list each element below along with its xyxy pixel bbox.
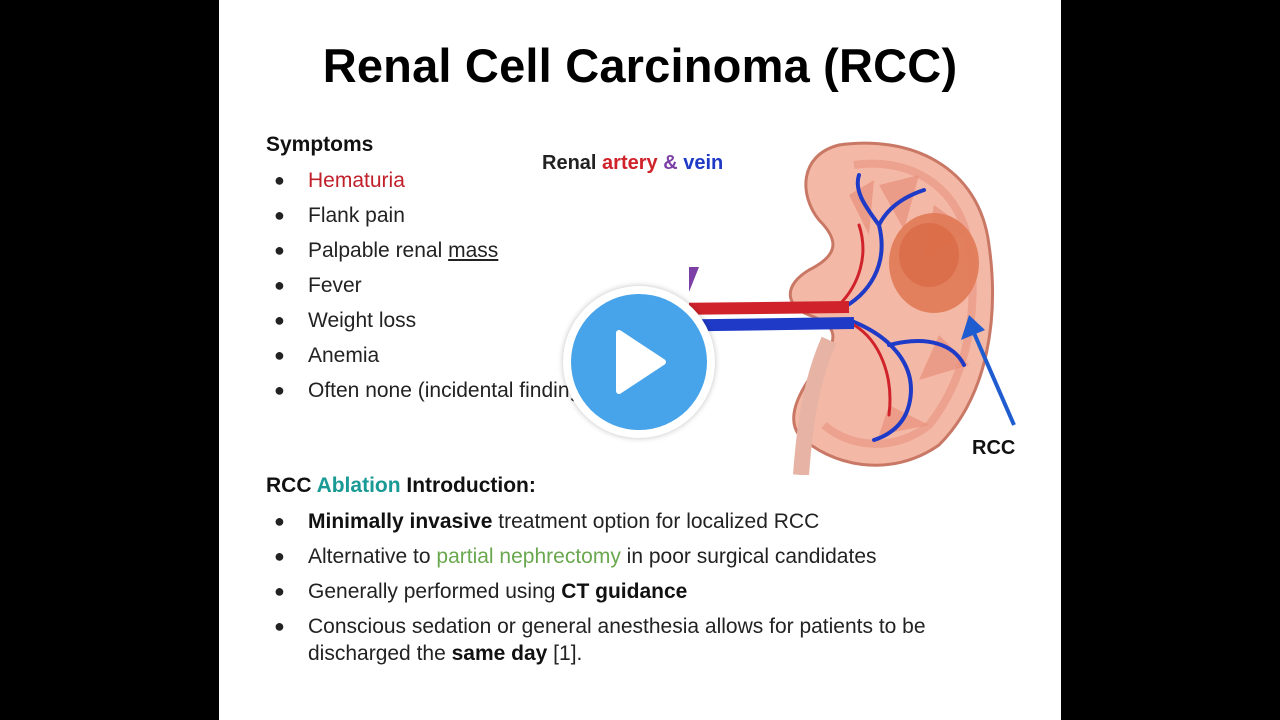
kidney-illustration <box>689 141 1016 475</box>
list-item: ●Flank pain <box>274 204 405 227</box>
ablation-list: ●Minimally invasive treatment option for… <box>266 508 1026 675</box>
ablation-heading: RCC Ablation Introduction: <box>266 474 536 497</box>
rcc-label: RCC <box>972 437 1016 459</box>
list-item: ●Generally performed using CT guidance <box>274 580 688 603</box>
list-item: ●Anemia <box>274 344 380 367</box>
slide-title: Renal Cell Carcinoma (RCC) <box>322 39 958 92</box>
list-item: ●Weight loss <box>274 309 417 332</box>
list-item: ●Conscious sedation or general anesthesi… <box>274 615 926 665</box>
symptoms-heading: Symptoms <box>266 133 374 156</box>
renal-vessels-label: Renal artery & vein <box>542 152 724 174</box>
play-button-fill[interactable] <box>571 294 707 430</box>
list-item: ●Hematuria <box>274 169 405 192</box>
list-item: ●Palpable renal mass <box>274 239 499 262</box>
play-button[interactable] <box>563 286 715 438</box>
play-icon <box>616 330 666 394</box>
list-item: ●Often none (incidental finding) <box>274 379 589 402</box>
list-item: ●Alternative to partial nephrectomy in p… <box>274 545 877 568</box>
list-item: ●Fever <box>274 274 362 297</box>
list-item: ●Minimally invasive treatment option for… <box>274 510 820 533</box>
symptoms-list: ●Hematuria ●Flank pain ●Palpable renal m… <box>266 167 588 412</box>
slide: Renal Cell Carcinoma (RCC) Symptoms ●Hem… <box>219 0 1061 720</box>
